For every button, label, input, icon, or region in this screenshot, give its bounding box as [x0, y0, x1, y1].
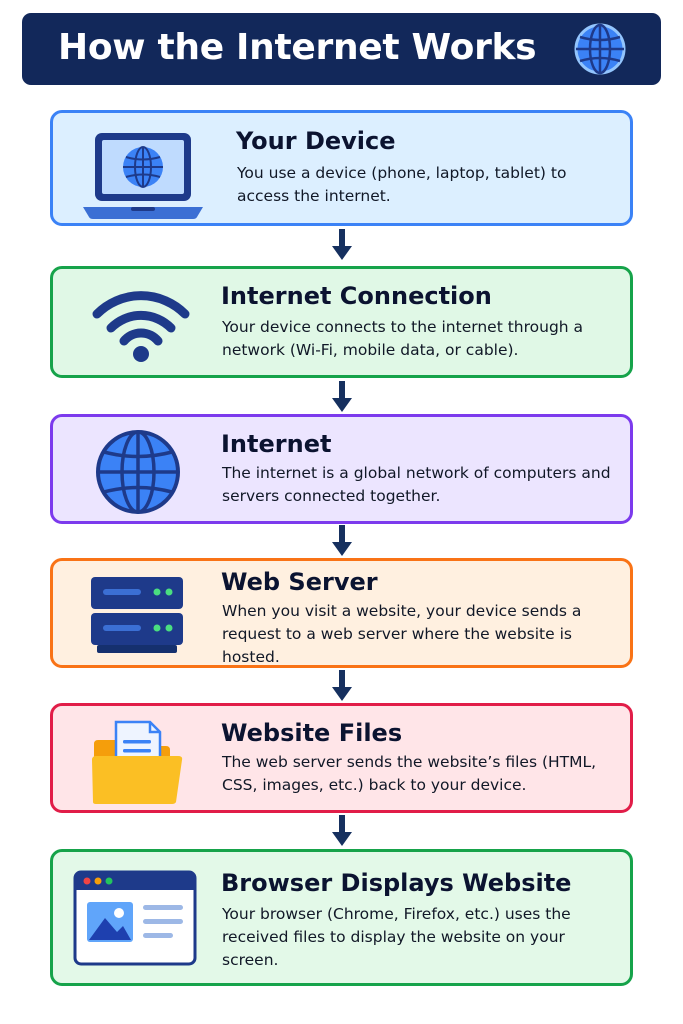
step-description: Your device connects to the internet thr…: [222, 318, 584, 359]
arrow-down-icon: [332, 815, 352, 846]
step-card-internet: Internet The internet is a global networ…: [50, 414, 633, 524]
arrow-down-icon: [332, 381, 352, 412]
step-card-internet-connection: Internet Connection Your device connects…: [50, 266, 633, 378]
step-description: When you visit a website, your device se…: [222, 602, 582, 666]
wifi-icon: [92, 291, 190, 362]
server-icon: [91, 577, 183, 653]
step-card-website-files: Website Files The web server sends the w…: [50, 703, 633, 813]
arrow-down-icon: [332, 670, 352, 701]
step-description: Your browser (Chrome, Firefox, etc.) use…: [222, 905, 571, 969]
globe-icon: [574, 23, 626, 75]
arrow-down-icon: [332, 229, 352, 260]
step-description: The internet is a global network of comp…: [222, 464, 611, 505]
laptop-globe-icon: [83, 133, 203, 219]
step-title: Internet: [221, 430, 332, 458]
title-banner: How the Internet Works: [22, 13, 661, 85]
folder-icon: [92, 720, 183, 804]
step-title: Web Server: [221, 568, 378, 596]
step-card-browser-displays-website: Browser Displays Website Your browser (C…: [50, 849, 633, 986]
step-title: Website Files: [221, 719, 403, 747]
step-title: Browser Displays Website: [221, 869, 572, 897]
step-card-your-device: Your Device You use a device (phone, lap…: [50, 110, 633, 226]
step-card-web-server: Web Server When you visit a website, you…: [50, 558, 633, 668]
step-description: You use a device (phone, laptop, tablet)…: [237, 164, 567, 205]
browser-window-icon: [73, 870, 197, 966]
globe-icon: [96, 430, 180, 514]
step-description: The web server sends the website’s files…: [222, 753, 597, 794]
step-title: Internet Connection: [221, 282, 492, 310]
step-title: Your Device: [236, 127, 396, 155]
page-title: How the Internet Works: [58, 27, 537, 68]
arrow-down-icon: [332, 525, 352, 556]
